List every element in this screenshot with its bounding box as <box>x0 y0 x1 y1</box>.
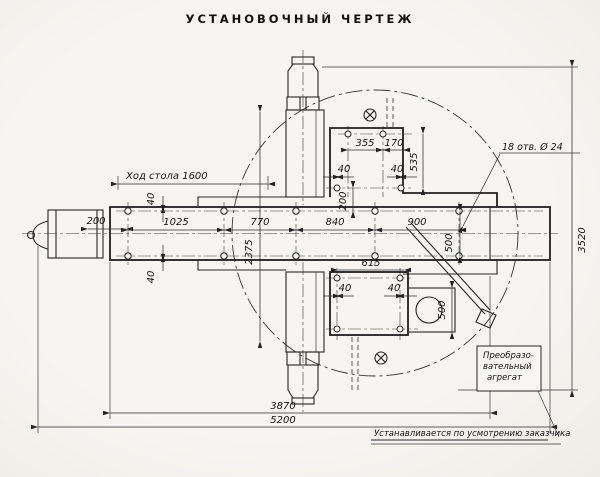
holes-note-text: 18 отв. Ø 24 <box>502 142 563 153</box>
motor-circle <box>415 296 443 324</box>
dim-3870: 3870 <box>270 401 295 412</box>
lower-footprint <box>329 271 409 336</box>
end-knob <box>32 220 49 250</box>
left-cylinder <box>47 209 104 259</box>
dim-355: 355 <box>355 138 374 149</box>
dim-500-rows: 500 <box>444 233 455 252</box>
lower-motor-cap <box>291 397 315 405</box>
customer-note-text: Устанавливается по усмотрению заказчика <box>374 429 570 439</box>
dim-40-fp-ul: 40 <box>338 164 351 175</box>
dim-615: 615 <box>361 258 380 269</box>
dim-3520: 3520 <box>577 227 588 252</box>
upper-column-body <box>285 109 325 198</box>
dim-1025: 1025 <box>163 217 188 228</box>
table-outline <box>197 196 286 271</box>
dim-40-top: 40 <box>146 193 157 206</box>
converter-unit-box <box>476 345 542 392</box>
dim-table-travel: Ход стола 1600 <box>125 171 208 182</box>
customer-note: Устанавливается по усмотрению заказчика <box>371 429 570 445</box>
dim-40-fp-ur: 40 <box>391 164 404 175</box>
dim-840: 840 <box>325 217 344 228</box>
holes-note: 18 отв. Ø 24 <box>457 142 580 234</box>
converter-unit-callout: Преобразо- вательный агрегат <box>476 345 560 438</box>
dim-40-fp-ll: 40 <box>339 283 352 294</box>
converter-line2: вательный <box>483 362 532 372</box>
dim-535: 535 <box>409 152 420 171</box>
machine-bed <box>26 196 551 275</box>
centerlines <box>22 50 558 412</box>
dim-40-fp-lr: 40 <box>388 283 401 294</box>
lower-column-body <box>285 271 325 353</box>
upper-footprint <box>329 127 498 207</box>
cable-entry-symbol-bottom <box>374 351 388 365</box>
dim-170: 170 <box>384 138 403 149</box>
dim-770: 770 <box>250 217 269 228</box>
dim-5200: 5200 <box>270 415 295 426</box>
swing-circle <box>231 89 519 377</box>
dimension-lines <box>30 59 575 430</box>
dim-40-bottom: 40 <box>146 271 157 284</box>
dim-500-motor: 500 <box>437 300 448 319</box>
cable-entry-symbol-top <box>363 108 377 122</box>
converter-line3: агрегат <box>487 373 523 383</box>
dim-2375: 2375 <box>244 239 255 264</box>
upper-column <box>285 56 498 207</box>
converter-line1: Преобразо- <box>483 351 534 361</box>
dim-200-vert: 200 <box>338 191 349 210</box>
lower-column <box>285 271 456 405</box>
dim-200-left: 200 <box>86 216 105 227</box>
dim-900: 900 <box>407 217 426 228</box>
page-title: УСТАНОВОЧНЫЙ ЧЕРТЕЖ <box>186 11 415 26</box>
motor-housing <box>407 287 456 333</box>
